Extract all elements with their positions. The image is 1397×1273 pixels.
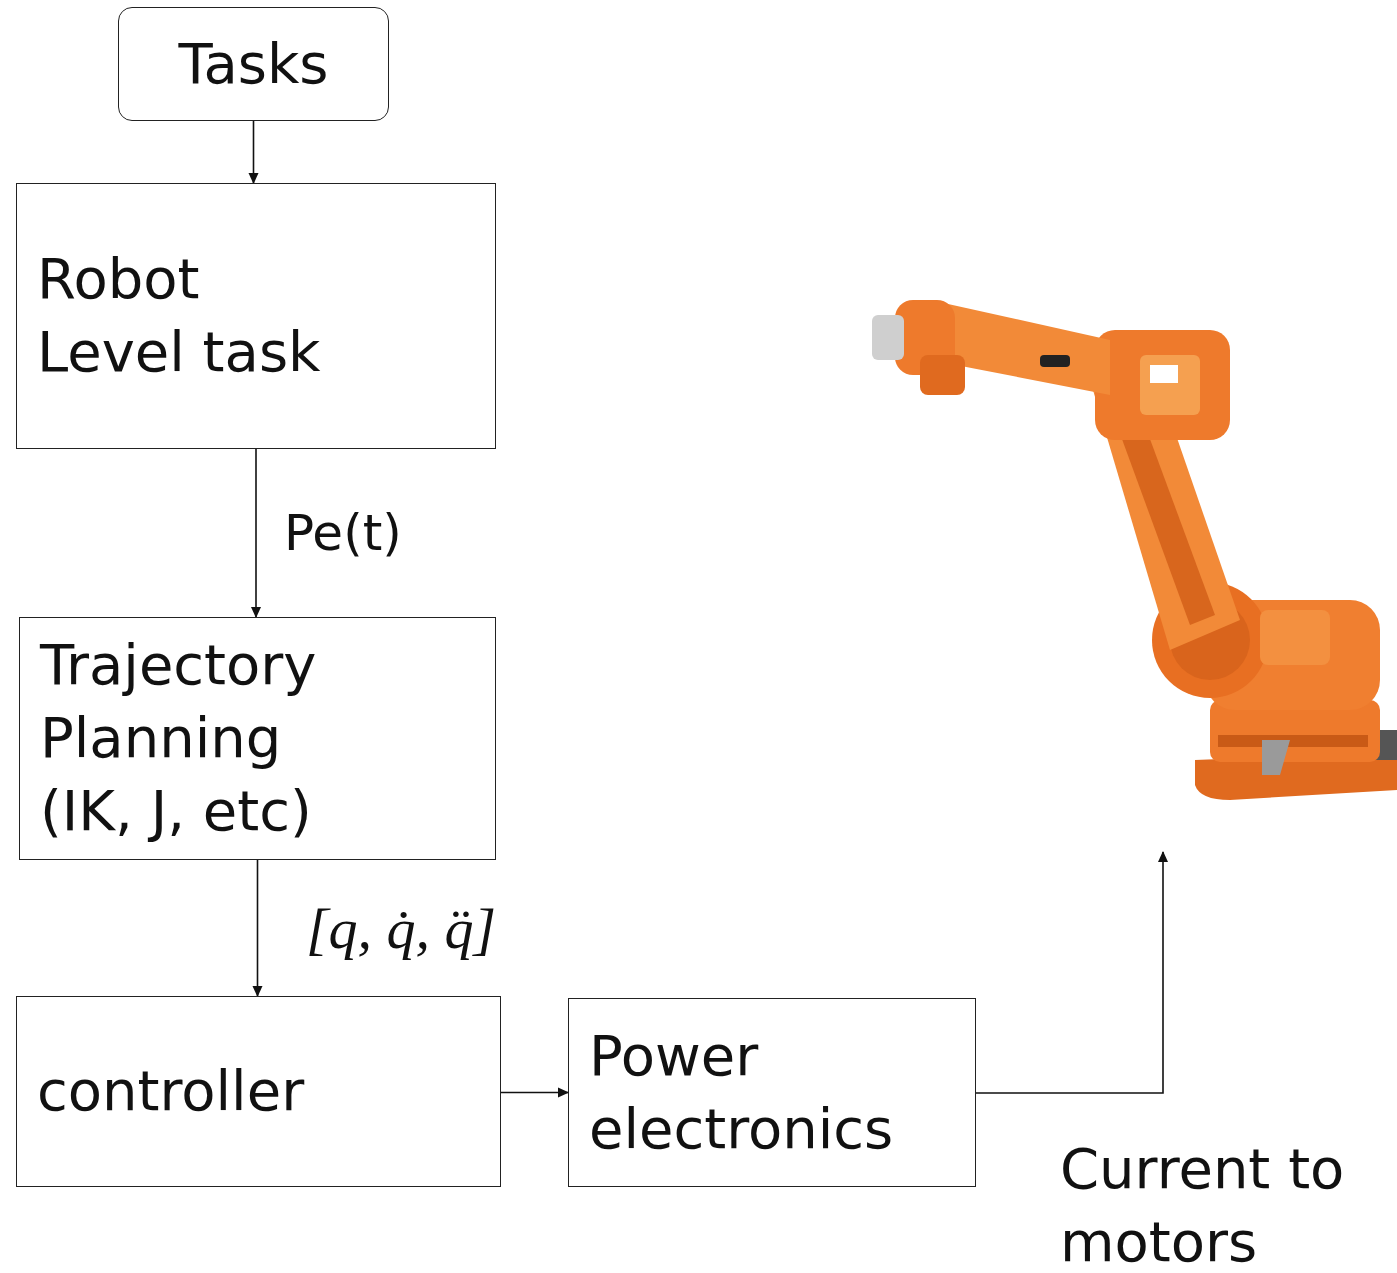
process-box: controller [16,996,501,1187]
process-box: Robot Level task [16,183,496,449]
box-text: Tasks [178,28,328,101]
industrial-robot [872,300,1397,800]
arrow-connector [501,1092,568,1094]
arrow-connector [257,860,259,996]
arrow-connector [255,449,257,617]
process-box: Trajectory Planning (IK, J, etc) [19,617,496,860]
task-box: Tasks [118,7,389,121]
box-text: controller [37,1055,480,1128]
box-text: Robot Level task [37,243,347,389]
current-wire [976,852,1163,1093]
box-text: Power electronics [589,1020,949,1166]
signal-label: Pe(t) [280,504,406,562]
arrow-connector [253,121,255,183]
box-text: Trajectory Planning (IK, J, etc) [40,629,340,847]
note-label: Current to motors [1060,1133,1370,1273]
process-box: Power electronics [568,998,976,1187]
signal-label: [q, q̇, q̈] [302,895,500,962]
